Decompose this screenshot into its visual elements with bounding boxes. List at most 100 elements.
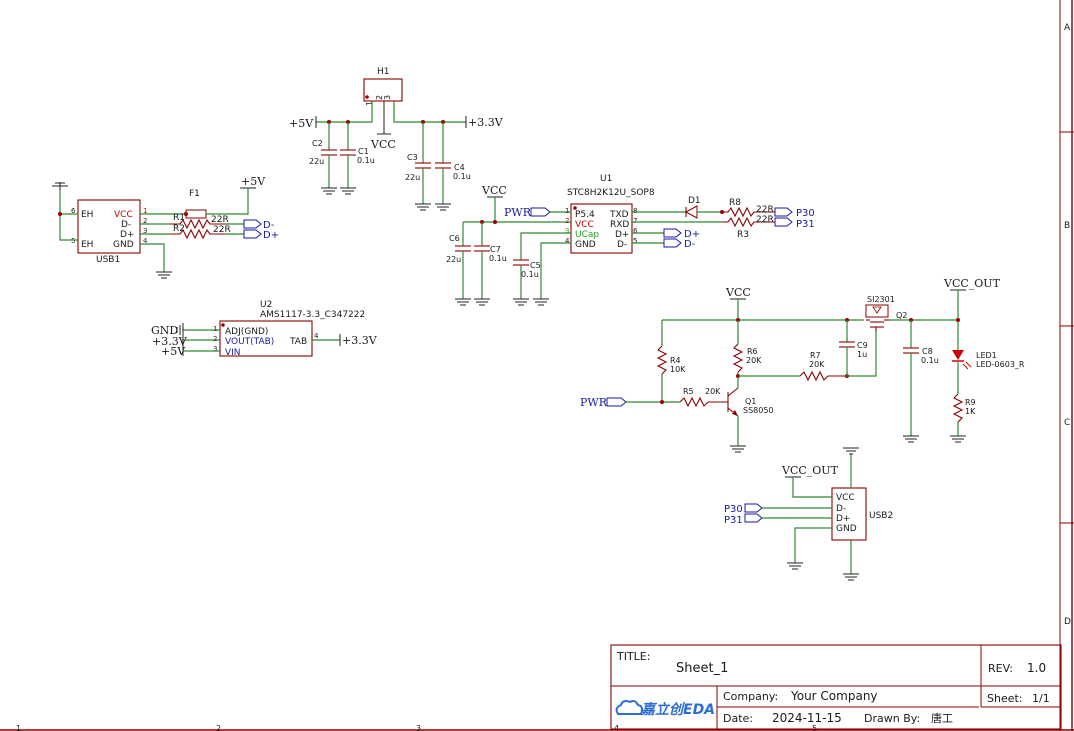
u1-pin-label-dm: D- bbox=[617, 240, 627, 250]
net-label-u1-dm: D- bbox=[684, 239, 696, 250]
resistor-r2[interactable]: R2 22R bbox=[170, 224, 231, 240]
usb1-pin-label-eh: EH bbox=[81, 210, 93, 220]
company-label: Company: bbox=[723, 690, 778, 703]
title-value: Sheet_1 bbox=[676, 661, 728, 676]
ground-symbol bbox=[435, 203, 451, 211]
u1-pin-8: 8 bbox=[633, 207, 637, 215]
led-led1[interactable]: LED1 LED-0603_R bbox=[952, 350, 1025, 370]
u1-ref: U1 bbox=[600, 174, 612, 184]
mosfet-q2[interactable]: SI2301 Q2 bbox=[865, 295, 907, 332]
resistor-r5[interactable]: R5 20K bbox=[679, 387, 728, 408]
capacitor-c1[interactable]: C1 0.1u bbox=[340, 147, 375, 165]
r7-value: 20K bbox=[809, 360, 825, 369]
header-h1[interactable]: H1 1 2 3 bbox=[363, 67, 403, 106]
rev-label: REV: bbox=[988, 662, 1013, 675]
usb2-p30-label: P30 bbox=[724, 504, 743, 515]
u1-pin-5: 5 bbox=[633, 237, 637, 245]
u1-value: STC8H2K12U_SOP8 bbox=[567, 188, 655, 198]
capacitor-c3[interactable]: C3 22u bbox=[405, 153, 431, 182]
net-label-dm: D- bbox=[263, 220, 275, 231]
r1-value: 22R bbox=[211, 215, 229, 225]
c1-value: 0.1u bbox=[357, 156, 375, 165]
ground-symbol bbox=[474, 298, 490, 306]
usb1-pin-label-gnd: GND bbox=[113, 240, 134, 250]
capacitor-c4[interactable]: C4 0.1u bbox=[435, 162, 471, 181]
capacitor-c2[interactable]: C2 22u bbox=[309, 139, 337, 166]
col-label-3: 3 bbox=[416, 724, 421, 731]
ground-symbol bbox=[513, 298, 529, 306]
mcu-u1[interactable]: U1 STC8H2K12U_SOP8 P5.4 VCC UCap GND TXD… bbox=[565, 174, 655, 254]
c9-value: 1u bbox=[857, 350, 867, 359]
col-label-5: 5 bbox=[812, 724, 817, 731]
capacitor-c7[interactable]: C7 0.1u bbox=[474, 245, 507, 263]
d1-ref: D1 bbox=[688, 196, 701, 206]
r5-ref: R5 bbox=[683, 387, 694, 396]
h1-pin-1: 1 bbox=[365, 101, 374, 106]
q2-part: SI2301 bbox=[867, 295, 895, 304]
usb2-pin-label-dm: D- bbox=[836, 504, 846, 514]
c5-value: 0.1u bbox=[521, 270, 539, 279]
net-flag-usb2-p30: P30 bbox=[724, 503, 763, 515]
sheet-value: 1/1 bbox=[1032, 692, 1050, 705]
ground-symbol bbox=[340, 187, 356, 195]
drawn-label: Drawn By: bbox=[864, 712, 920, 725]
col-label-1: 1 bbox=[16, 724, 21, 731]
regulator-u2[interactable]: U2 AMS1117-3.3_C347222 ADJ(GND) VOUT(TAB… bbox=[213, 300, 365, 358]
u2-ref: U2 bbox=[260, 300, 272, 310]
usb1-pin-3: 3 bbox=[143, 227, 147, 235]
f1-supply-label: +5V bbox=[241, 175, 266, 188]
capacitor-c8[interactable]: C8 0.1u bbox=[903, 347, 939, 365]
transistor-q1[interactable]: Q1 SS8050 bbox=[727, 387, 774, 417]
c4-value: 0.1u bbox=[453, 172, 471, 181]
usb1-pin-1: 1 bbox=[143, 207, 147, 215]
q1-ref: Q1 bbox=[745, 397, 756, 406]
usb1-pin-5: 5 bbox=[71, 237, 75, 245]
fuse-f1[interactable]: F1 bbox=[185, 189, 207, 219]
u2-pin-1: 1 bbox=[213, 325, 217, 333]
u2-net-5v: +5V bbox=[161, 345, 186, 358]
u2-pin-2: 2 bbox=[213, 335, 217, 343]
r4-value: 10K bbox=[670, 365, 686, 374]
resistor-r6[interactable]: R6 20K bbox=[732, 343, 762, 373]
resistor-r9[interactable]: R9 1K bbox=[952, 393, 976, 423]
usb2-connector[interactable]: VCC D- D+ GND USB2 bbox=[831, 487, 893, 541]
r4-ref: R4 bbox=[670, 356, 681, 365]
c4-ref: C4 bbox=[454, 163, 465, 172]
u1-pin-2: 2 bbox=[565, 217, 569, 225]
u2-pin-3: 3 bbox=[213, 345, 217, 353]
ground-symbol bbox=[787, 562, 803, 570]
diode-d1[interactable]: D1 bbox=[684, 196, 701, 219]
resistor-r1[interactable]: R1 22R bbox=[170, 213, 229, 230]
r8-value: 22R bbox=[756, 205, 774, 215]
power-label-33: +3.3V bbox=[468, 116, 504, 129]
r3-ref: R3 bbox=[737, 230, 749, 240]
resistor-r4[interactable]: R4 10K bbox=[656, 345, 686, 375]
usb1-pin-label-vcc: VCC bbox=[114, 210, 133, 220]
usb2-p31-label: P31 bbox=[724, 515, 743, 526]
capacitor-c9[interactable]: C9 1u bbox=[839, 341, 868, 359]
r9-ref: R9 bbox=[965, 398, 976, 407]
resistor-r3[interactable]: R3 22R bbox=[722, 215, 775, 240]
ground-symbol bbox=[533, 298, 549, 306]
r8-ref: R8 bbox=[729, 198, 741, 208]
c6-value: 22u bbox=[446, 255, 461, 264]
capacitor-c5[interactable]: C5 0.1u bbox=[513, 259, 541, 279]
ground-symbol bbox=[156, 271, 172, 279]
usb1-ref: USB1 bbox=[96, 255, 120, 265]
ground-symbol bbox=[321, 187, 337, 195]
usb1-connector[interactable]: EH EH VCC D- D+ GND 6 5 1 2 3 4 USB1 bbox=[71, 199, 148, 265]
date-label: Date: bbox=[723, 712, 753, 725]
net-flag-p30: P30 bbox=[774, 207, 815, 219]
usb1-pin-6: 6 bbox=[71, 207, 76, 215]
q1-value: SS8050 bbox=[743, 406, 774, 415]
c3-value: 22u bbox=[405, 173, 420, 182]
resistor-r7[interactable]: R7 20K bbox=[799, 351, 847, 382]
row-label-c: C bbox=[1064, 418, 1070, 428]
resistor-r8[interactable]: R8 22R bbox=[722, 198, 775, 218]
capacitor-c6[interactable]: C6 22u bbox=[446, 234, 471, 264]
net-flag-pwr: PWR bbox=[504, 206, 551, 219]
switch-pwr-label: PWR bbox=[580, 396, 608, 409]
led1-value: LED-0603_R bbox=[976, 360, 1025, 369]
u1-vcc-label: VCC bbox=[481, 184, 507, 197]
